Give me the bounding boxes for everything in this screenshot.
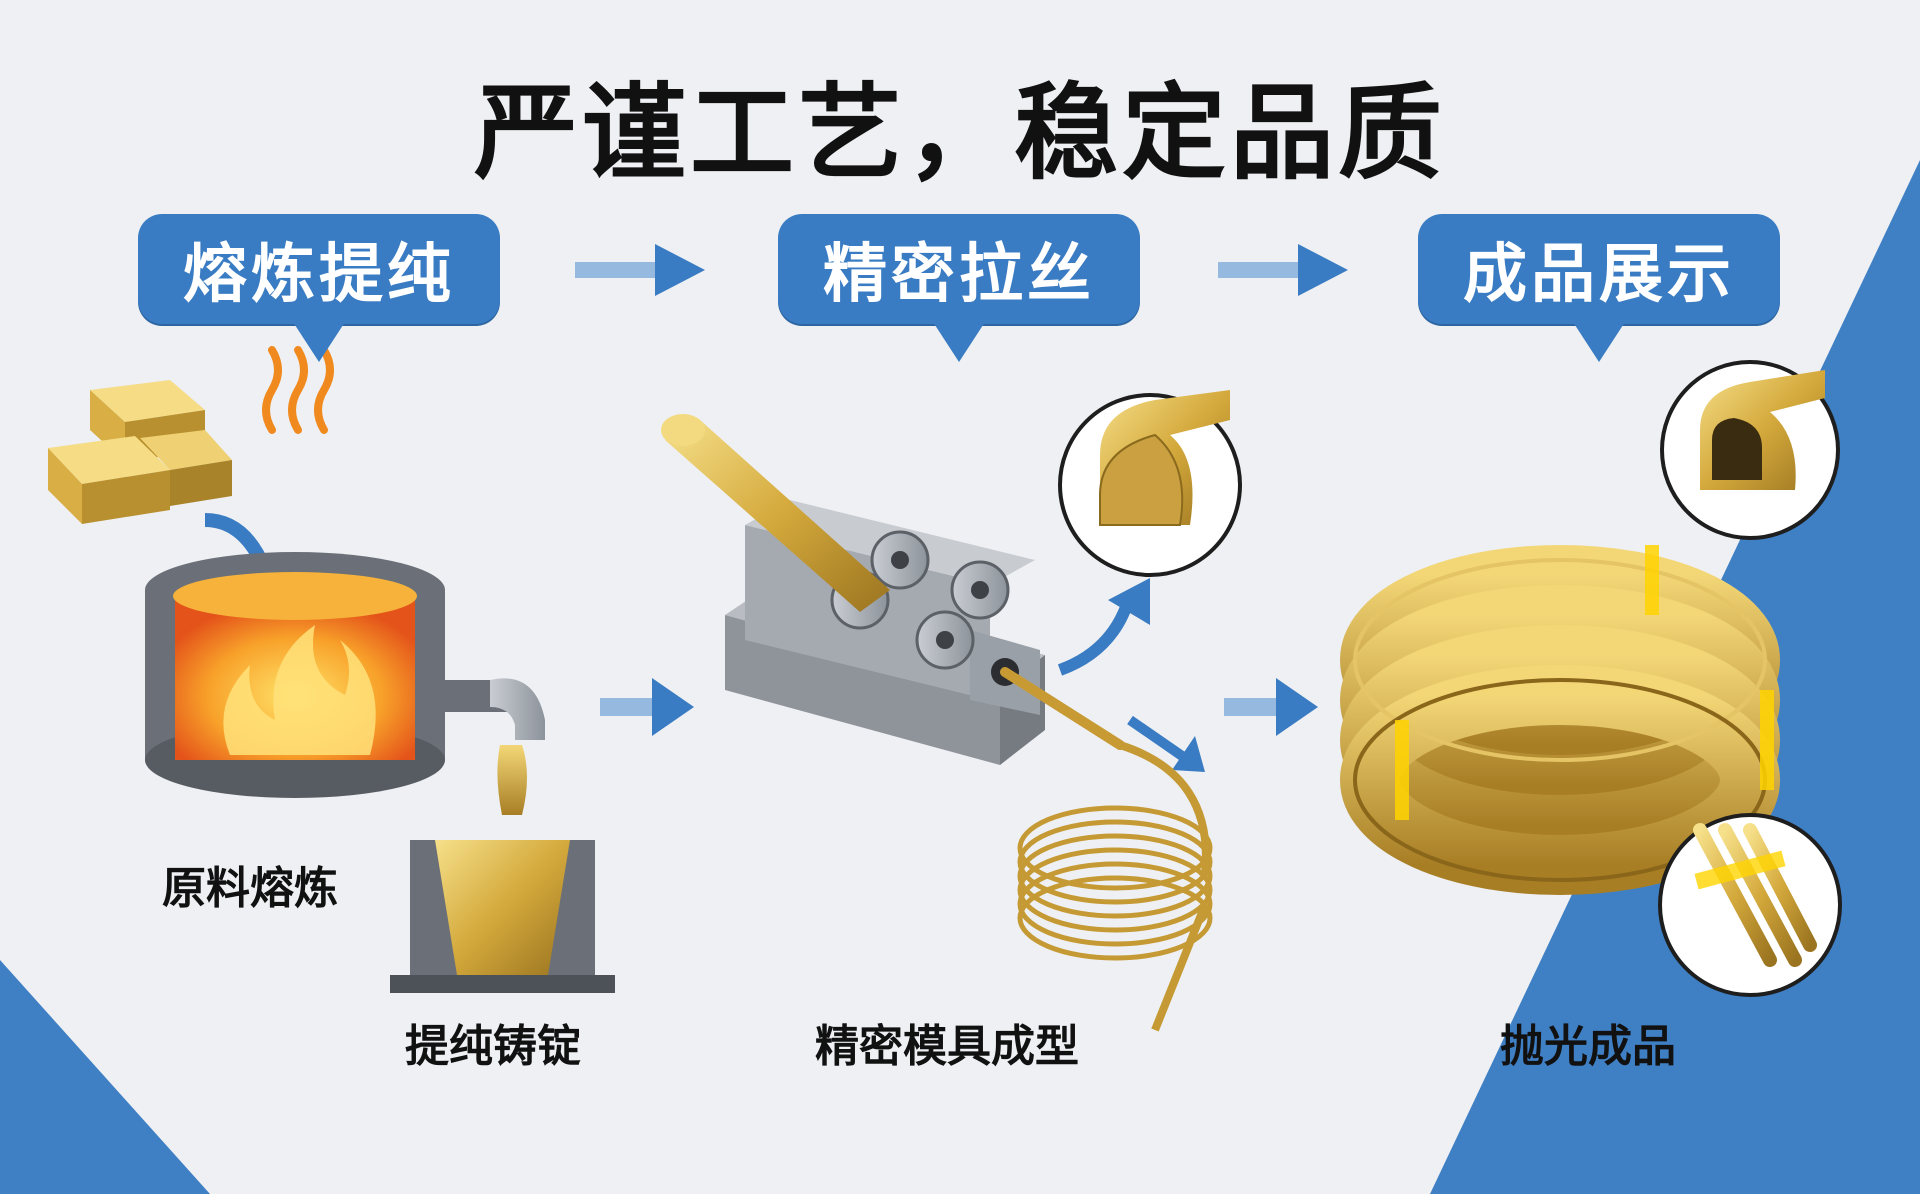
speech-tail (293, 322, 345, 362)
wire-coil-icon (1017, 741, 1213, 1032)
speech-tail (933, 322, 985, 362)
stage-label-text: 熔炼提纯 (183, 238, 455, 312)
arrow-right-icon (1218, 244, 1348, 296)
stage-label-drawing: 精密拉丝 (778, 214, 1140, 362)
caption-raw-melting: 原料熔炼 (162, 863, 338, 914)
corner-stripe-left (0, 960, 210, 1194)
caption-ingot: 提纯铸锭 (405, 1021, 581, 1072)
mold-icon (390, 840, 615, 993)
arrow-right-icon (600, 678, 694, 736)
stage-label-text: 精密拉丝 (823, 238, 1095, 312)
feed-arrow-icon (1127, 715, 1188, 763)
cross-section-icon (1660, 360, 1840, 540)
wire-coil-icon (1340, 545, 1780, 895)
arrow-right-icon (575, 244, 705, 296)
arrow-head-icon (1108, 578, 1150, 625)
speech-tail (1573, 322, 1625, 362)
caption-polished: 抛光成品 (1500, 1021, 1676, 1072)
page-title: 严谨工艺，稳定品质 (473, 72, 1446, 194)
stage-label-melting: 熔炼提纯 (138, 214, 500, 362)
stage-label-text: 成品展示 (1463, 238, 1735, 312)
stage-label-display: 成品展示 (1418, 214, 1780, 362)
cross-section-icon (1658, 813, 1842, 997)
gold-bar-icon (48, 380, 232, 524)
caption-die-forming: 精密模具成型 (815, 1021, 1079, 1072)
cross-section-icon (1058, 390, 1242, 577)
molten-pour (497, 745, 527, 815)
drawing-machine-icon (661, 414, 1125, 765)
wire-tie-icon (1395, 545, 1774, 820)
arrow-head-icon (1172, 736, 1205, 772)
arrow-right-icon (1224, 678, 1318, 736)
furnace-icon (145, 552, 545, 798)
heat-wave-icon (262, 346, 334, 434)
